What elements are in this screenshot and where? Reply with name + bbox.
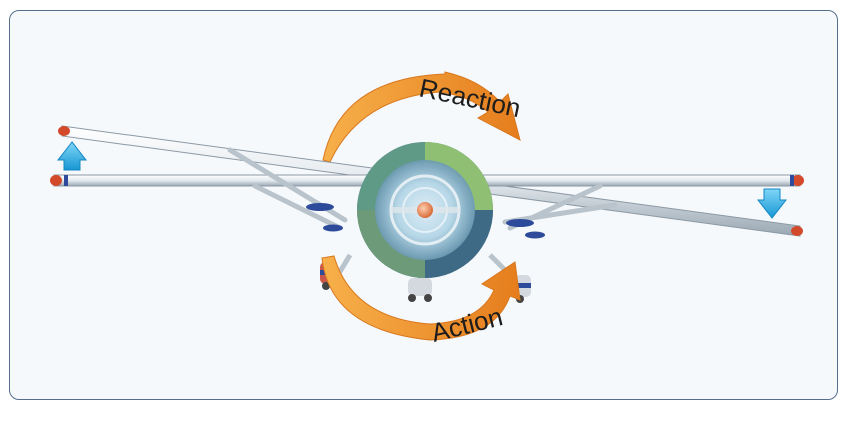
up-arrow-icon (58, 142, 86, 170)
propeller-disk (357, 142, 493, 278)
action-label: Action (428, 301, 505, 348)
down-arrow-icon (758, 189, 786, 218)
